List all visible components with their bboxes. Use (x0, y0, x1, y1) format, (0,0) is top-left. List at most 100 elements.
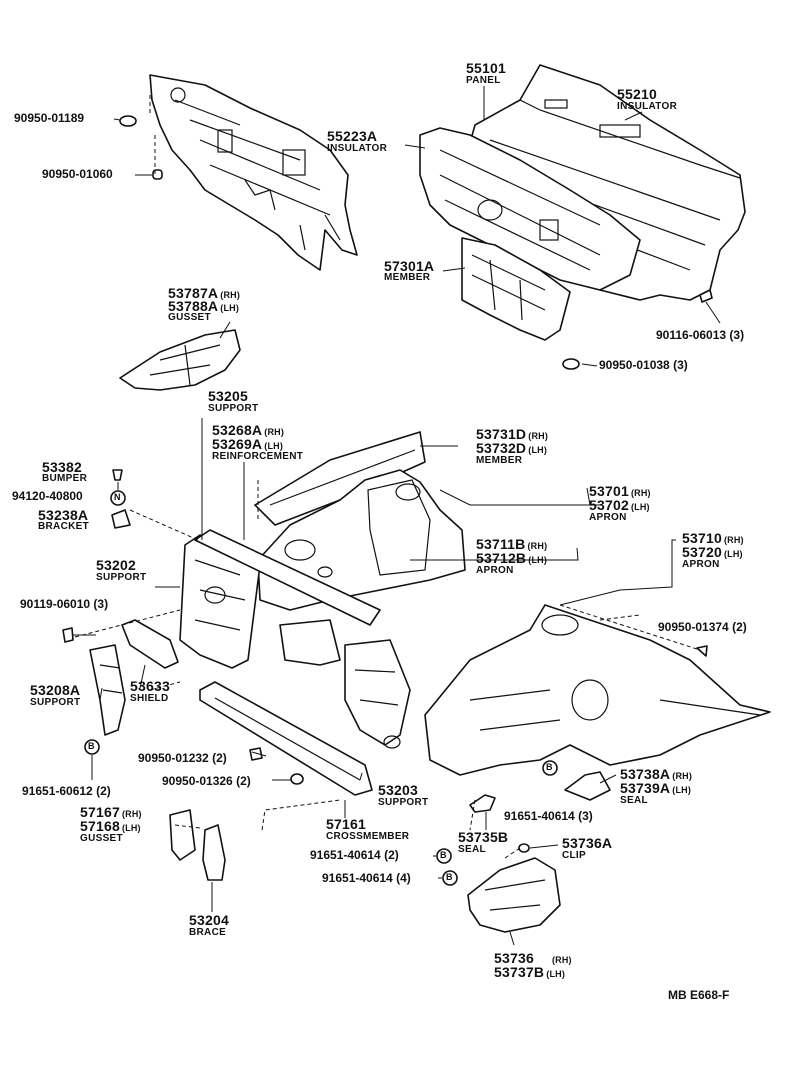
label-53269a: 53269A(LH) (212, 436, 284, 452)
label-91651-40614-2: 91651-40614 (2) (310, 848, 399, 862)
support-53208a (89, 644, 126, 736)
seal-53735b (469, 794, 496, 813)
cover-53736 (467, 857, 561, 933)
plug-01060 (152, 169, 163, 180)
dash-panel-left (149, 74, 358, 271)
label-94120-40800: 94120-40800 (12, 489, 83, 503)
brace-53204 (202, 824, 226, 881)
label-90950-01326: 90950-01326 (2) (162, 774, 251, 788)
dash-panel-assembly (419, 64, 746, 301)
label-90950-01038: 90950-01038 (3) (599, 358, 688, 372)
label-53720-name: APRON (682, 559, 720, 570)
clip-01326 (290, 773, 304, 785)
label-53788a: 53788A(LH) (168, 298, 240, 314)
label-53203: 53203 (378, 782, 418, 798)
label-91651-40614-4: 91651-40614 (4) (322, 871, 411, 885)
label-90119-06010: 90119-06010 (3) (20, 597, 109, 611)
label-53736a: 53736A (562, 835, 613, 851)
shield-53633 (121, 619, 179, 669)
label-53202-name: SUPPORT (96, 572, 147, 583)
label-53737b: 53737B(LH) (494, 964, 566, 980)
label-55210-name: INSULATOR (617, 101, 678, 112)
label-55223a-name: INSULATOR (327, 143, 388, 154)
label-53633: 53633 (130, 678, 170, 694)
front-body-assembly (179, 431, 771, 796)
label-53735b-name: SEAL (458, 844, 486, 855)
seal-53738a (564, 771, 611, 801)
label-53702: 53702(LH) (589, 497, 650, 513)
bracket-53238a (111, 509, 131, 529)
label-55101: 55101 (466, 60, 506, 76)
badge-letter: B (88, 741, 95, 751)
label-91651-60612: 91651-60612 (2) (22, 784, 111, 798)
badge-b-91651-40614-2 (436, 848, 452, 864)
label-53788a-name: GUSSET (168, 312, 211, 323)
label-53701: 53701(RH) (589, 483, 651, 499)
label-53208a-name: SUPPORT (30, 697, 81, 708)
label-90950-01232: 90950-01232 (2) (138, 751, 227, 765)
label-57168-name: GUSSET (80, 833, 123, 844)
badge-letter: N (114, 492, 121, 502)
label-53732d: 53732D(LH) (476, 440, 548, 456)
label-53739a-name: SEAL (620, 795, 648, 806)
diagram-id: MB E668-F (668, 988, 730, 1002)
label-57167: 57167(RH) (80, 804, 142, 820)
label-91651-40614-3: 91651-40614 (3) (504, 809, 593, 823)
badge-letter: B (446, 872, 453, 882)
label-53739a: 53739A(LH) (620, 780, 692, 796)
label-57168: 57168(LH) (80, 818, 141, 834)
label-53203-name: SUPPORT (378, 797, 429, 808)
label-90116-06013: 90116-06013 (3) (656, 328, 745, 342)
label-53204: 53204 (189, 912, 229, 928)
label-53382-name: BUMPER (42, 473, 88, 484)
label-57301a-name: MEMBER (384, 272, 431, 283)
label-53711b: 53711B(RH) (476, 536, 548, 552)
badge-letter: B (546, 762, 553, 772)
label-57161: 57161 (326, 816, 366, 832)
label-53205: 53205 (208, 388, 248, 404)
label-53204-name: BRACE (189, 927, 227, 938)
label-90950-01189: 90950-01189 (14, 111, 85, 125)
label-53736: 53736(RH) (494, 950, 572, 966)
clip-53736a (518, 843, 530, 853)
clip-01374 (696, 645, 708, 657)
label-53269a-name: REINFORCEMENT (212, 451, 304, 462)
label-53731d: 53731D(RH) (476, 426, 549, 442)
label-53208a: 53208A (30, 682, 81, 698)
badge-n-94120-40800 (110, 490, 126, 506)
label-53720: 53720(LH) (682, 544, 743, 560)
label-53382: 53382 (42, 459, 82, 475)
label-53633-name: SHIELD (130, 693, 169, 704)
label-53238a: 53238A (38, 507, 89, 523)
label-53787a: 53787A(RH) (168, 285, 241, 301)
label-53712b: 53712B(LH) (476, 550, 548, 566)
bolt-06010 (62, 627, 74, 643)
label-53736a-name: CLIP (562, 850, 586, 861)
label-55223a: 55223A (327, 128, 378, 144)
label-53738a: 53738A(RH) (620, 766, 693, 782)
label-53268a: 53268A(RH) (212, 422, 285, 438)
gusset-53787a (119, 329, 241, 391)
bolt-01232 (249, 747, 263, 761)
badge-letter: B (440, 850, 447, 860)
label-53712b-name: APRON (476, 565, 514, 576)
label-53238a-name: BRACKET (38, 521, 89, 532)
label-57161-name: CROSSMEMBER (326, 831, 410, 842)
label-90950-01060: 90950-01060 (42, 167, 113, 181)
bumper-53382 (112, 469, 123, 481)
badge-b-91651-40614-4 (442, 870, 458, 886)
label-55101-name: PANEL (466, 75, 501, 86)
label-53732d-name: MEMBER (476, 455, 523, 466)
label-53702-name: APRON (589, 512, 627, 523)
label-55210: 55210 (617, 86, 657, 102)
label-90950-01374: 90950-01374 (2) (658, 620, 747, 634)
label-53205-name: SUPPORT (208, 403, 259, 414)
clip-06013 (699, 289, 713, 303)
gusset-57167 (169, 809, 196, 861)
label-53710: 53710(RH) (682, 530, 744, 546)
clip-01038 (562, 358, 580, 370)
label-53735b: 53735B (458, 829, 509, 845)
label-57301a: 57301A (384, 258, 435, 274)
label-53202: 53202 (96, 557, 136, 573)
